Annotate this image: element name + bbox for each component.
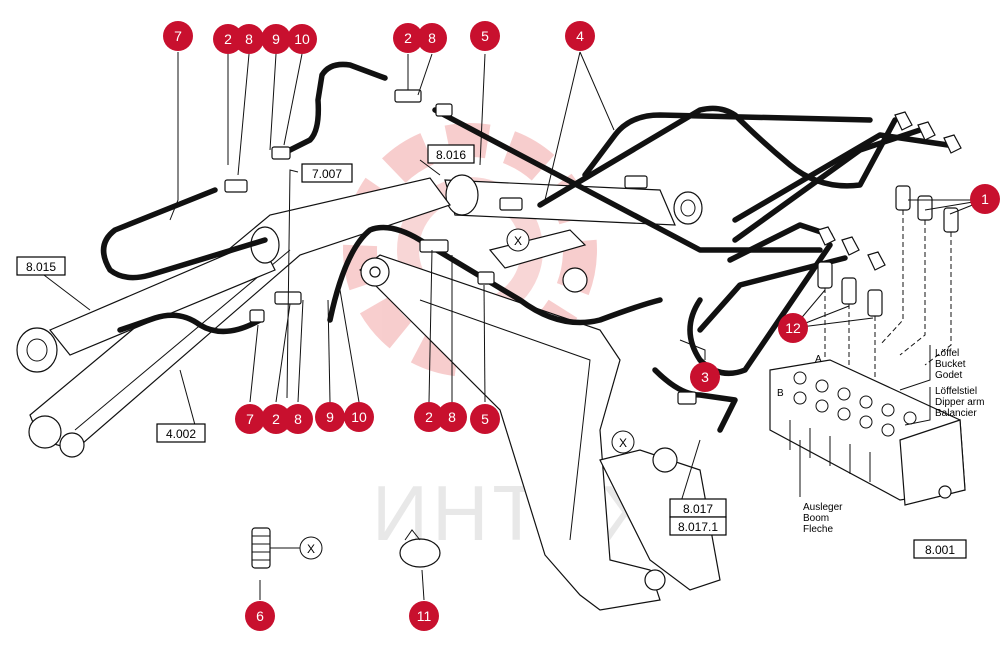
svg-text:X: X [514,234,522,248]
callout-8-top-left: 8 [234,24,264,54]
svg-text:5: 5 [481,411,489,427]
svg-text:X: X [307,542,315,556]
ref-box-8015-label: 8.015 [26,260,56,274]
svg-text:1: 1 [981,191,989,207]
valve-label-boom: Ausleger Boom Fleche [799,440,843,535]
ref-box-8001-label: 8.001 [925,543,955,557]
ref-box-7007: 7.007 [301,163,353,183]
svg-text:2: 2 [425,409,433,425]
svg-text:12: 12 [785,320,801,336]
ref-box-4002-label: 4.002 [166,427,196,441]
svg-text:3: 3 [701,369,709,385]
callout-7-bottom: 7 [235,404,265,434]
ref-box-8017-1: 8.017.1 [669,516,727,536]
svg-text:9: 9 [272,31,280,47]
callout-8-bottom-center: 8 [437,402,467,432]
callout-11: 11 [409,601,439,631]
svg-text:Löffel: Löffel [935,348,959,359]
callout-9-top: 9 [261,24,291,54]
svg-text:Boom: Boom [803,513,829,524]
callout-2-top-center: 2 [393,23,423,53]
ref-box-8017-label: 8.017 [683,502,713,516]
svg-text:2: 2 [404,30,412,46]
detail-mark-x-3: X [299,536,323,560]
svg-text:Balancier: Balancier [935,408,977,419]
callout-10-top: 10 [287,24,317,54]
ref-box-4002: 4.002 [156,423,206,443]
callout-3: 3 [690,362,720,392]
ref-box-8015: 8.015 [16,256,66,276]
callout-7-top: 7 [163,21,193,51]
callout-8-top-center: 8 [417,23,447,53]
svg-text:2: 2 [224,31,232,47]
svg-text:4: 4 [576,28,584,44]
callout-6: 6 [245,601,275,631]
callout-2-bottom-center: 2 [414,402,444,432]
svg-text:Godet: Godet [935,370,962,381]
port-label-a: A [815,354,822,365]
svg-text:X: X [619,436,627,450]
svg-text:11: 11 [417,608,432,624]
callout-2-bottom-left: 2 [261,404,291,434]
svg-text:Dipper arm: Dipper arm [935,397,984,408]
detail-mark-x-2: X [611,430,635,454]
svg-text:Ausleger: Ausleger [803,502,843,513]
ref-box-8016: 8.016 [427,144,475,164]
svg-text:7: 7 [174,28,182,44]
svg-text:8: 8 [428,30,436,46]
callout-12: 12 [778,313,808,343]
callout-10-bottom: 10 [344,402,374,432]
callout-8-bottom-left: 8 [283,404,313,434]
svg-text:10: 10 [351,409,367,425]
port-label-b: B [777,388,784,399]
svg-text:5: 5 [481,28,489,44]
valve-label-dipper-arm: Löffelstiel Dipper arm Balancier [904,386,984,426]
ref-box-7007-label: 7.007 [312,167,342,181]
svg-text:6: 6 [256,608,264,624]
callout-9-bottom: 9 [315,402,345,432]
svg-text:2: 2 [272,411,280,427]
boom-arm-drawing [359,229,721,611]
valve-label-bucket: Löffel Bucket Godet [899,345,966,391]
ref-box-8001: 8.001 [913,539,967,559]
ref-box-8016-label: 8.016 [436,148,466,162]
callout-1: 1 [970,184,1000,214]
svg-text:10: 10 [294,31,310,47]
detail-mark-x-1: X [506,228,530,252]
dipper-cylinder-drawing [444,174,703,226]
svg-text:Fleche: Fleche [803,524,833,535]
hoses [100,61,951,433]
ref-box-8017: 8.017 [669,498,727,518]
svg-text:9: 9 [326,409,334,425]
svg-text:Löffelstiel: Löffelstiel [935,386,977,397]
svg-text:Bucket: Bucket [935,359,966,370]
callout-4: 4 [565,21,595,51]
svg-text:8: 8 [448,409,456,425]
svg-text:8: 8 [294,411,302,427]
callout-2-top-left: 2 [213,24,243,54]
callout-5-bottom: 5 [470,404,500,434]
ref-box-8017-1-label: 8.017.1 [678,520,718,534]
control-valve-drawing [769,359,966,506]
svg-text:8: 8 [245,31,253,47]
callout-5-top: 5 [470,21,500,51]
svg-text:7: 7 [246,411,254,427]
